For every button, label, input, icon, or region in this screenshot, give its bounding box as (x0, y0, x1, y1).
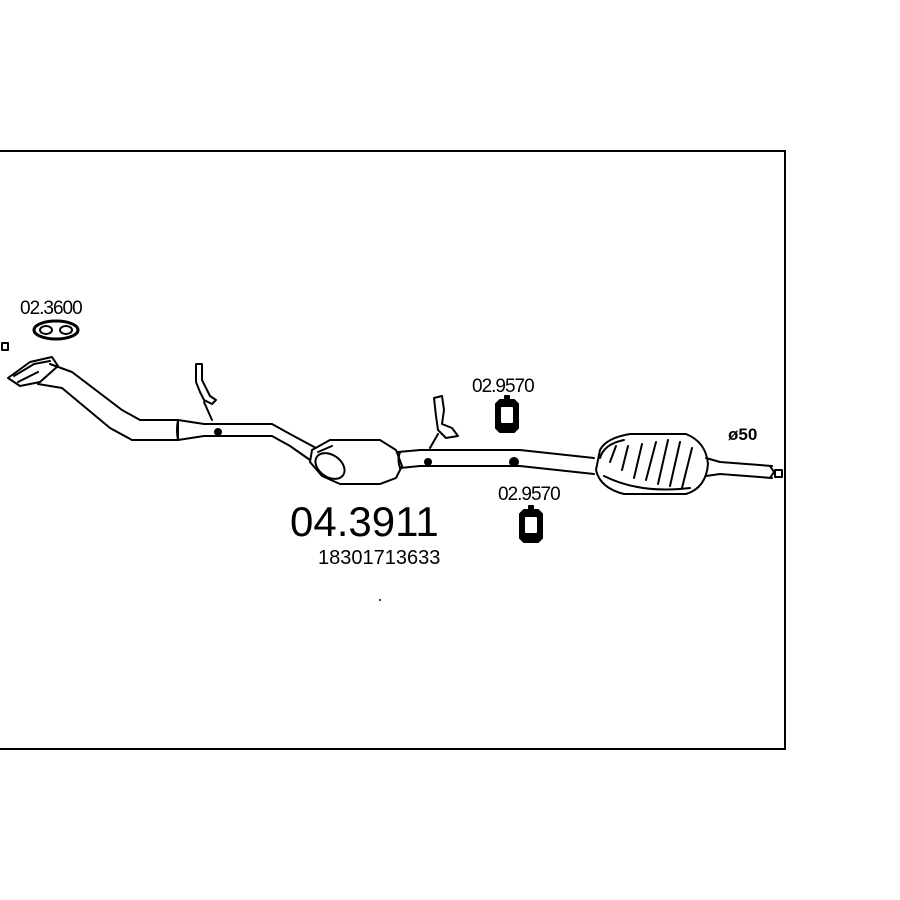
gasket-code-label: 02.3600 (20, 298, 82, 319)
part-number: 04.3911 (290, 498, 439, 545)
middle-pipe (397, 449, 595, 475)
rubber-hanger-lower (519, 505, 543, 543)
front-hanger-bracket (195, 363, 217, 421)
diagram-frame (0, 150, 786, 750)
right-edge-marker (774, 469, 783, 478)
rear-silencer (595, 433, 709, 495)
middle-hanger-bracket (429, 395, 459, 449)
tail-pipe (705, 457, 775, 479)
oem-number: 18301713633 (318, 547, 440, 569)
catalytic-converter (309, 439, 403, 485)
stray-dot (379, 599, 381, 601)
front-pipe (37, 363, 317, 461)
hanger-lower-code-label: 02.9570 (498, 484, 560, 505)
hanger-upper-code-label: 02.9570 (472, 376, 534, 397)
rubber-hanger-upper (495, 395, 519, 433)
diameter-label: ø50 (728, 425, 757, 444)
left-edge-marker (1, 342, 9, 351)
inlet-flange (7, 356, 59, 387)
gasket-accessory (32, 319, 80, 341)
